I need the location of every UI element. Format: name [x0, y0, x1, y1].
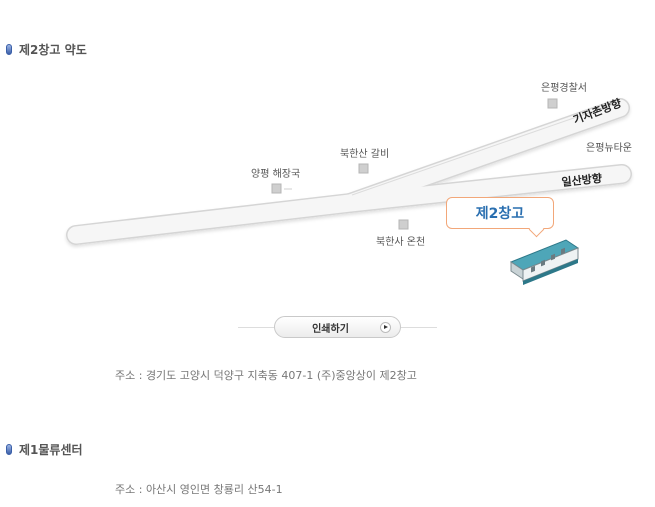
address-warehouse2: 주소 : 경기도 고양시 덕양구 지축동 407-1 (주)중앙상이 제2창고 — [115, 369, 417, 382]
center1-title: 제1물류센터 — [19, 443, 83, 457]
arrow-right-icon — [380, 322, 391, 333]
road-label-ilsan: 일산방향 — [561, 171, 603, 189]
marker-yangpyeong — [271, 183, 282, 194]
label-bukhansan-galbi: 북한산 갈비 — [340, 147, 389, 160]
print-button-label: 인쇄하기 — [312, 323, 349, 335]
warehouse-building-icon — [509, 239, 580, 285]
section-title-center1: 제1물류센터 — [6, 441, 83, 458]
bullet-icon — [6, 44, 12, 55]
warehouse2-title: 제2창고 약도 — [19, 43, 87, 57]
address-center1: 주소 : 아산시 영인면 창룡리 산54-1 — [115, 483, 283, 496]
label-bukhansa-oncheon: 북한사 온천 — [376, 236, 425, 248]
section-title-warehouse2: 제2창고 약도 — [6, 41, 87, 58]
divider-line-left — [238, 327, 274, 328]
divider-line-right — [401, 327, 437, 328]
destination-label: 제2창고 — [475, 206, 525, 222]
label-eunpyeong-newtown: 은평뉴타운 — [586, 142, 632, 154]
print-button[interactable]: 인쇄하기 — [274, 316, 401, 338]
bullet-icon — [6, 444, 12, 455]
label-police: 은평경찰서 — [541, 81, 587, 94]
marker-bukhansa-oncheon — [398, 219, 409, 230]
marker-bukhansan-galbi — [358, 163, 369, 174]
destination-callout: 제2창고 — [446, 197, 554, 229]
label-yangpyeong: 양평 해장국 — [251, 167, 300, 180]
marker-police — [547, 98, 558, 109]
roads — [66, 98, 632, 245]
